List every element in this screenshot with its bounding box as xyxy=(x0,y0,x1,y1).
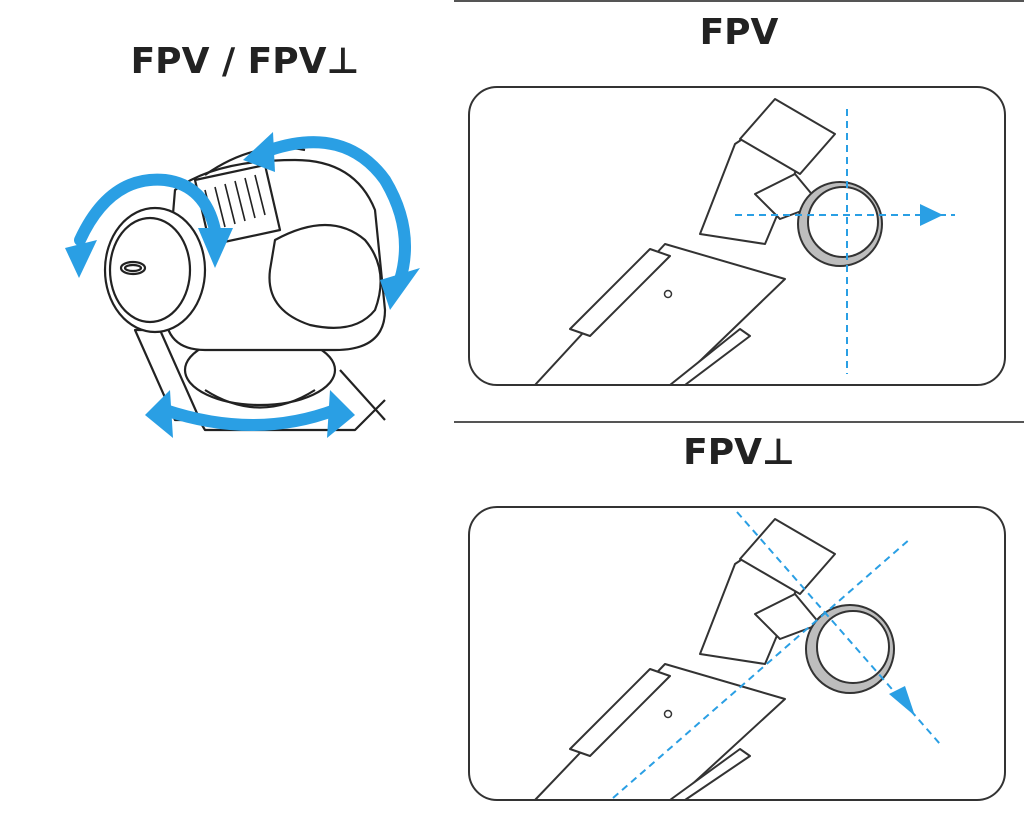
title-fpv-modes: FPV / FPV⊥ xyxy=(80,42,410,82)
title-fpv: FPV xyxy=(454,13,1024,53)
fpv-panel xyxy=(465,84,1010,389)
gimbal-camera-icon xyxy=(55,120,435,450)
divider-top xyxy=(454,0,1024,2)
fpv-perpendicular-panel xyxy=(465,504,1010,804)
title-fpv-perpendicular: FPV⊥ xyxy=(454,433,1024,473)
divider-middle xyxy=(454,421,1024,423)
